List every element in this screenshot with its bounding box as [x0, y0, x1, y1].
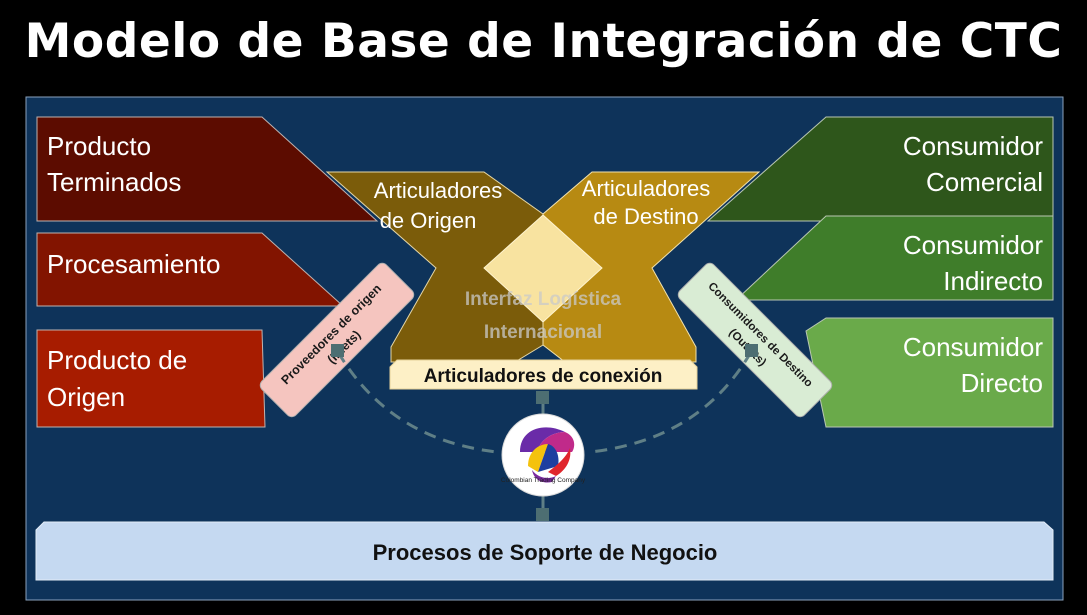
label-articuladores-destino-2: de Destino [593, 204, 698, 229]
connector-node-right [745, 344, 758, 357]
connector-node-top [536, 391, 549, 404]
label-conexion: Articuladores de conexión [424, 366, 663, 387]
interfaz-diamond [483, 214, 603, 323]
right-block-consumidor-comercial [706, 116, 1054, 222]
label-interfaz-1: Interfaz Logística [465, 289, 622, 310]
label-interfaz-2: Internacional [484, 322, 602, 343]
label-articuladores-origen-2: de Origen [380, 208, 477, 233]
label-procesamiento: Procesamiento [47, 249, 220, 279]
label-consumidor-directo-2: Directo [961, 368, 1043, 398]
ctc-bird-logo-icon [520, 427, 575, 483]
label-consumidor-comercial-1: Consumidor [903, 131, 1044, 161]
label-soporte-negocio: Procesos de Soporte de Negocio [373, 540, 718, 565]
label-articuladores-origen-1: Articuladores [374, 178, 502, 203]
label-consumidor-directo-1: Consumidor [903, 332, 1044, 362]
label-producto-origen-1: Producto de [47, 345, 187, 375]
connector-node-left [331, 344, 344, 357]
label-consumidor-comercial-2: Comercial [926, 167, 1043, 197]
label-consumidor-indirecto-2: Indirecto [943, 266, 1043, 296]
connector-arc-right [589, 351, 753, 454]
proveedores-origen-badge [259, 262, 415, 418]
connector-node-bottom [536, 508, 549, 521]
connector-arc-left [336, 351, 498, 454]
conexion-bar [389, 359, 698, 390]
label-articuladores-destino-1: Articuladores [582, 176, 710, 201]
diagram-title: Modelo de Base de Integración de CTC [24, 14, 1063, 69]
left-block-producto-terminados [36, 116, 379, 222]
soporte-negocio-bar [35, 521, 1054, 581]
label-producto-terminados-1: Producto [47, 131, 151, 161]
left-block-producto-origen [36, 329, 266, 428]
ctc-logo-text: Colombian Trading Company [501, 477, 586, 484]
consumidores-destino-badge [677, 262, 833, 418]
label-producto-origen-2: Origen [47, 382, 125, 412]
label-producto-terminados-2: Terminados [47, 167, 181, 197]
label-consumidor-indirecto-1: Consumidor [903, 230, 1044, 260]
